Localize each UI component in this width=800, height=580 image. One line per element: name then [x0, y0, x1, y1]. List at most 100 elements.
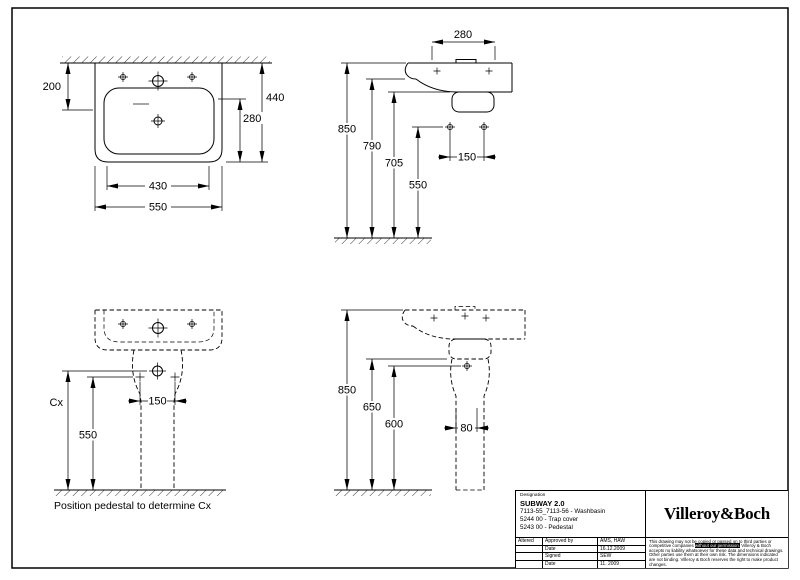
dim-600: 600: [383, 365, 461, 490]
fixing-hole-icon: [433, 67, 441, 75]
dim-550-pedestal: 550: [76, 376, 133, 490]
designation-cell: Designation SUBWAY 2.0 7113-55_7113-56 -…: [516, 491, 646, 537]
empty-cell: [516, 545, 543, 553]
dim-cx: Cx: [50, 370, 147, 490]
approval-cell-value: 11. 2009: [600, 560, 620, 567]
legal-inverted: without our permission.: [694, 543, 741, 549]
dim-150-side: 150: [438, 132, 496, 164]
title-block: Designation SUBWAY 2.0 7113-55_7113-56 -…: [515, 490, 788, 568]
fixing-hole-icon: [186, 318, 198, 330]
dim-80: 80: [444, 408, 489, 435]
approval-table: Altered Approved by AMS, HAW Date 16.12.…: [516, 538, 646, 568]
dim-label-280-side: 280: [454, 29, 472, 41]
dim-280: 280: [218, 98, 266, 162]
floor-hatch: [55, 490, 225, 496]
basin-front-view: 200 440 280 430 550: [43, 56, 284, 214]
dim-label-600: 600: [385, 419, 403, 431]
dim-label-280: 280: [243, 113, 261, 125]
approval-cell-label: Date: [543, 560, 598, 568]
legal-part-2: Villeroy & Boch accepts no liability wha…: [649, 543, 784, 567]
trap-cover-outline: [451, 91, 495, 113]
dim-label-cx: Cx: [50, 397, 64, 409]
brand-logo: Villeroy&Boch: [664, 504, 770, 523]
dim-label-550-pedestal: 550: [79, 430, 97, 442]
tap-platform: [455, 59, 477, 63]
wall-bolt-icon: [478, 121, 490, 133]
floor-hatch: [335, 490, 431, 496]
fixing-hole-icon: [186, 71, 198, 83]
drain-hole-icon: [150, 113, 166, 129]
legal-text: This drawing may not be copied or passed…: [646, 538, 788, 568]
dim-label-790-side: 790: [363, 141, 381, 153]
trap-hole-icon: [148, 362, 167, 380]
dim-label-550-side: 550: [409, 180, 427, 192]
dim-label-850-pedestal: 850: [338, 385, 356, 397]
dim-label-440: 440: [266, 92, 284, 104]
bowl-outline: [103, 87, 215, 155]
bowl-underside: [415, 78, 512, 93]
approval-cell-label: Signed: [543, 553, 598, 561]
pedestal-side-view: 80 850 650 600: [334, 306, 526, 496]
bowl-underside-phantom: [412, 325, 525, 340]
basin-front-lip-phantom: [401, 309, 414, 327]
fixing-hole-icon: [482, 314, 490, 322]
empty-cell: [516, 560, 543, 568]
dim-label-650: 650: [363, 402, 381, 414]
dim-label-150-pedestal: 150: [148, 396, 166, 408]
legal-part-1: This drawing may not be copied or passed…: [649, 538, 772, 549]
dim-280-side: 280: [431, 29, 496, 60]
fixing-hole-icon: [485, 67, 493, 75]
wall-hatch: [62, 56, 270, 63]
drawing-border: [11, 7, 789, 569]
pedestal-front-view: 150 Cx 550 Position pedestal to determin…: [50, 309, 226, 512]
dim-790-side: 790: [361, 78, 405, 238]
product-item: 5243 00 - Pedestal: [520, 524, 573, 531]
bolt-hole-icon: [461, 360, 473, 372]
tap-hole-icon: [148, 318, 168, 338]
tap-hole-icon: [461, 312, 469, 320]
product-item: 7113-55_7113-56 - Washbasin: [520, 508, 606, 515]
pedestal-outline-front: [450, 358, 457, 490]
dim-200: 200: [43, 63, 93, 111]
dim-850-side: 850: [336, 62, 406, 238]
pedestal-outline-right: [173, 349, 183, 490]
fixing-hole-icon: [430, 314, 438, 322]
title-block-bottom: Altered Approved by AMS, HAW Date 16.12.…: [516, 538, 788, 568]
basin-front-lip: [404, 62, 417, 80]
approval-cell-value: SEW: [598, 553, 646, 561]
pedestal-outline-back: [483, 358, 490, 490]
product-item: 5244 00 - Trap cover: [520, 516, 579, 523]
dim-label-430: 430: [149, 181, 167, 193]
dim-label-705-side: 705: [385, 158, 403, 170]
bolt-hole-icon: [170, 372, 180, 382]
basin-outline: [94, 63, 223, 163]
dim-850-pedestal: 850: [336, 309, 403, 490]
product-name: SUBWAY 2.0: [520, 499, 565, 508]
floor-hatch: [335, 238, 431, 244]
dim-550-side: 550: [407, 126, 443, 238]
bowl-outline-phantom: [103, 310, 215, 343]
dim-705-side: 705: [383, 91, 450, 238]
trap-cover-phantom: [448, 338, 492, 360]
bolt-hole-icon: [135, 372, 145, 382]
dim-label-200: 200: [43, 81, 61, 93]
dim-430: 430: [106, 166, 210, 193]
empty-cell: [516, 553, 543, 561]
designation-label: Designation: [520, 493, 546, 498]
approval-cell-value: 16.12.2009: [598, 546, 646, 553]
pedestal-caption: Position pedestal to determine Cx: [54, 500, 212, 512]
dim-label-550: 550: [149, 202, 167, 214]
wall-bolt-icon: [444, 121, 456, 133]
dim-label-850-side: 850: [338, 124, 356, 136]
approval-cell-label: Date: [543, 545, 598, 553]
approval-cell-label: Approved by: [543, 538, 598, 546]
dim-650: 650: [361, 358, 447, 490]
fixing-hole-icon: [117, 318, 129, 330]
dim-label-80: 80: [460, 423, 472, 435]
dim-550: 550: [94, 166, 223, 214]
basin-side-view: 280 150 850: [334, 29, 513, 244]
dim-150-pedestal: 150: [128, 382, 187, 408]
title-block-top: Designation SUBWAY 2.0 7113-55_7113-56 -…: [516, 491, 788, 538]
